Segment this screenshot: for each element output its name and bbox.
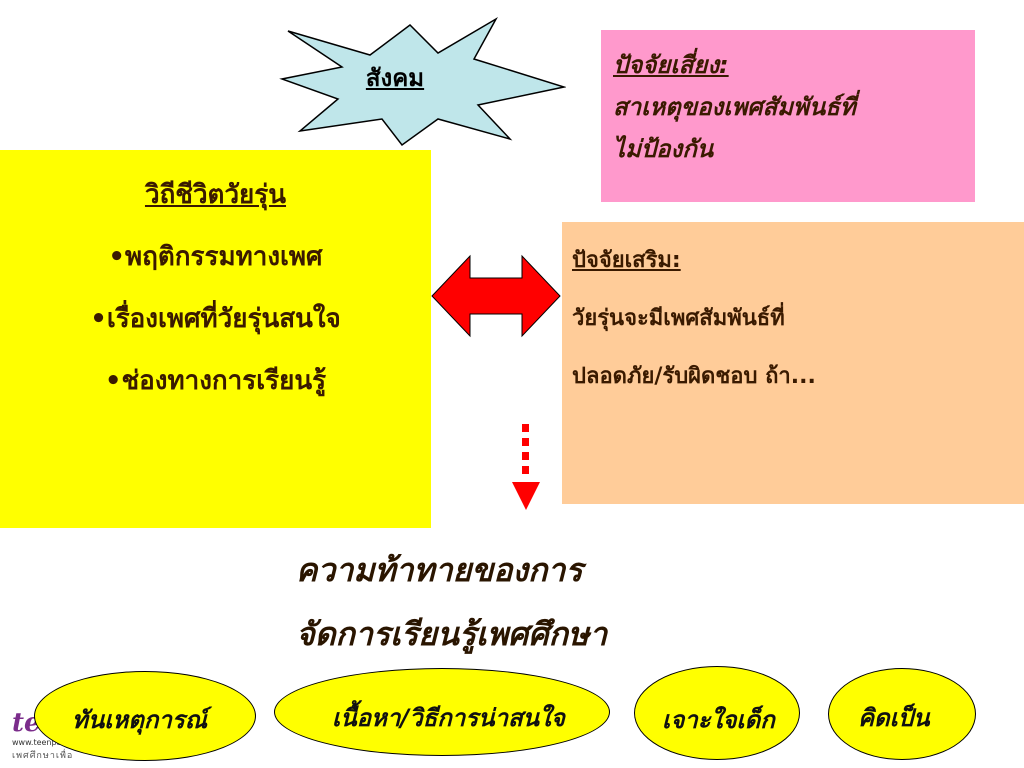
oval-label: ทันเหตุการณ์ <box>72 706 207 734</box>
lifestyle-item: •เรื่องเพศที่วัยรุ่นสนใจ <box>90 304 341 334</box>
protective-factors-box: ปัจจัยเสริม: วัยรุ่นจะมีเพศสัมพันธ์ที่ ป… <box>562 222 1024 504</box>
oval-up-to-date <box>34 671 256 761</box>
oval-interesting-content <box>274 668 610 756</box>
oval-critical-thinking <box>828 668 976 760</box>
lifestyle-item: •พฤติกรรมทางเพศ <box>108 242 323 272</box>
challenge-line1: ความท้าทายของการ <box>296 551 583 589</box>
protective-factors-line2: ปลอดภัย/รับผิดชอบ ถ้า... <box>572 364 816 389</box>
starburst-shape <box>279 16 566 147</box>
risk-factors-line2: ไม่ป้องกัน <box>613 135 714 163</box>
oval-understand-kids <box>634 666 800 760</box>
risk-factors-line1: สาเหตุของเพศสัมพันธ์ที่ <box>613 93 856 121</box>
double-arrow-icon <box>431 254 561 338</box>
oval-label: คิดเป็น <box>858 704 930 732</box>
protective-factors-heading: ปัจจัยเสริม: <box>572 248 681 273</box>
teen-lifestyle-box: วิถีชีวิตวัยรุ่น •พฤติกรรมทางเพศ •เรื่อง… <box>0 150 431 528</box>
teen-lifestyle-heading: วิถีชีวิตวัยรุ่น <box>144 180 287 210</box>
challenge-text: ความท้าทายของการ จัดการเรียนรู้เพศศึกษา <box>296 538 796 666</box>
oval-label: เนื้อหา/วิธีการน่าสนใจ <box>332 704 565 732</box>
oval-label: เจาะใจเด็ก <box>662 706 775 734</box>
risk-factors-heading: ปัจจัยเสี่ยง: <box>613 51 729 79</box>
challenge-line2: จัดการเรียนรู้เพศศึกษา <box>296 615 608 653</box>
dotted-down-arrow-icon <box>512 424 540 510</box>
risk-factors-box: ปัจจัยเสี่ยง: สาเหตุของเพศสัมพันธ์ที่ ไม… <box>601 30 975 202</box>
teenpath-logo-url: www.teenpath <box>12 738 70 747</box>
protective-factors-line1: วัยรุ่นจะมีเพศสัมพันธ์ที่ <box>572 306 785 331</box>
teenpath-logo-subtitle: เพศศึกษาเพื่อ <box>12 751 74 761</box>
society-label: สังคม <box>365 64 425 92</box>
lifestyle-item: •ช่องทางการเรียนรู้ <box>104 366 327 396</box>
